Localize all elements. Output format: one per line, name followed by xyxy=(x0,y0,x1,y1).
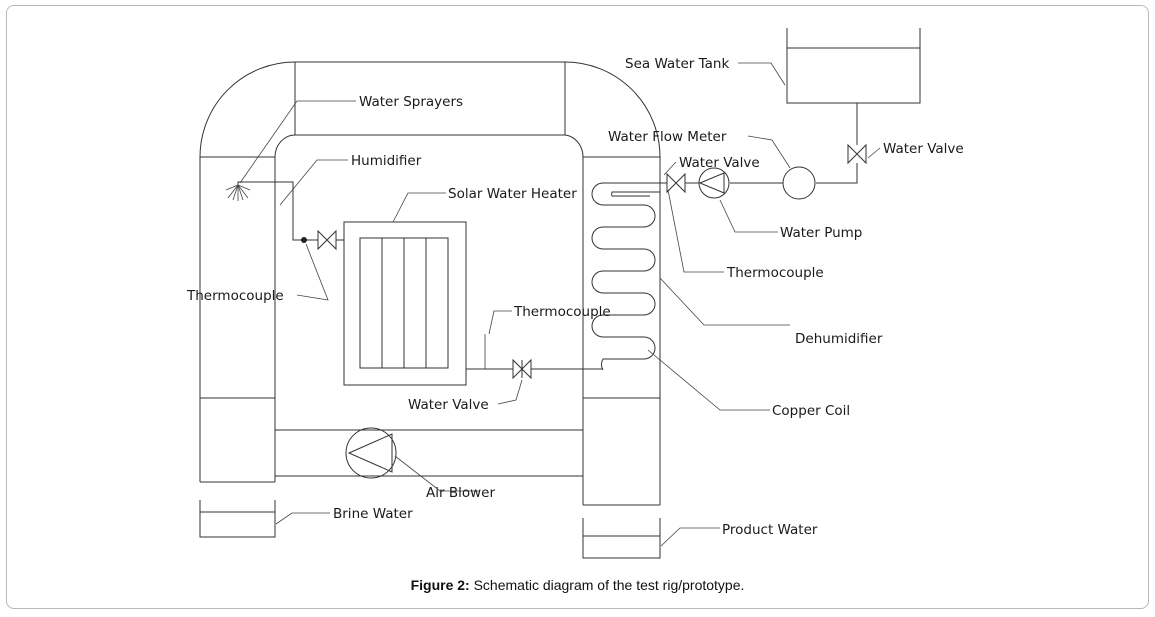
dehumidifier-tower xyxy=(582,156,661,506)
flow-meter-symbol xyxy=(782,166,816,200)
label-thermocouple-right: Thermocouple xyxy=(726,265,824,281)
label-humidifier: Humidifier xyxy=(351,153,422,169)
product-water-tray xyxy=(582,518,661,559)
water-sprayer-symbol xyxy=(225,184,251,201)
brine-water-tray xyxy=(199,500,276,538)
valve-heater-outlet xyxy=(317,229,337,251)
label-product-water: Product Water xyxy=(722,522,818,538)
label-copper-coil: Copper Coil xyxy=(772,403,850,419)
label-solar-water-heater: Solar Water Heater xyxy=(448,186,577,202)
label-air-blower: Air Blower xyxy=(426,485,495,501)
label-water-flow-meter: Water Flow Meter xyxy=(608,129,727,145)
label-dehumidifier: Dehumidifier xyxy=(795,331,883,347)
caption-text: Schematic diagram of the test rig/protot… xyxy=(473,577,745,593)
humidifier-tower xyxy=(199,156,276,483)
label-water-valve-bottom: Water Valve xyxy=(408,397,489,413)
label-water-valve-pump: Water Valve xyxy=(679,155,760,171)
caption-label: Figure 2: xyxy=(410,577,470,593)
figure-frame xyxy=(6,5,1149,609)
bottom-air-duct xyxy=(275,429,583,477)
solar-water-heater xyxy=(343,221,467,386)
air-blower-symbol xyxy=(345,427,397,479)
sea-water-tank xyxy=(786,28,921,104)
label-water-valve-top: Water Valve xyxy=(883,141,964,157)
label-water-sprayers: Water Sprayers xyxy=(359,94,463,110)
copper-coil xyxy=(591,182,660,371)
label-thermocouple-left: Thermocouple xyxy=(186,288,284,304)
label-water-pump: Water Pump xyxy=(780,225,862,241)
label-sea-water-tank: Sea Water Tank xyxy=(625,56,729,72)
sprayer-supply-pipe xyxy=(237,181,344,243)
label-brine-water: Brine Water xyxy=(333,506,413,522)
leader-lines xyxy=(239,62,881,547)
top-duct xyxy=(199,61,661,158)
label-thermocouple-mid: Thermocouple xyxy=(513,304,611,320)
figure-caption: Figure 2: Schematic diagram of the test … xyxy=(0,577,1155,593)
heater-return-pipe xyxy=(466,334,603,380)
supply-line xyxy=(660,103,867,200)
